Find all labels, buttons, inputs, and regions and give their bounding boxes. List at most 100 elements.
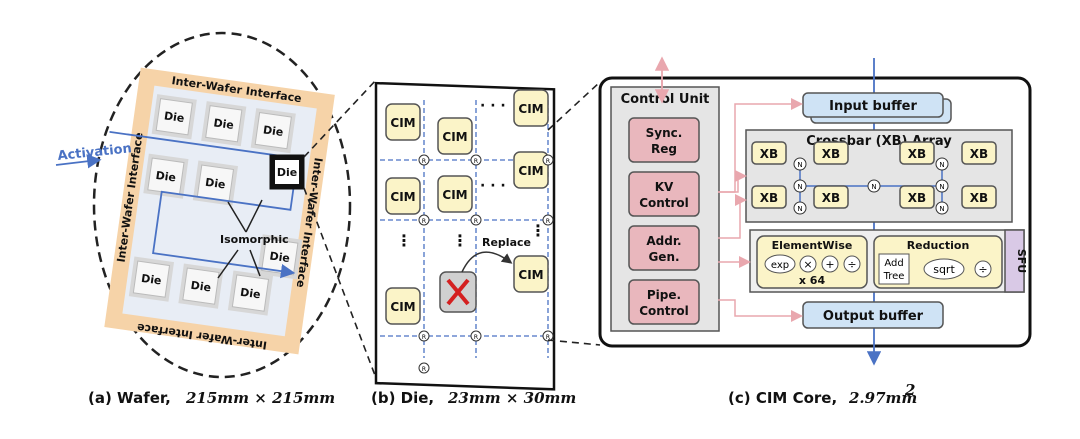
xb-label: XB — [970, 191, 988, 205]
xb-node-label: N — [871, 183, 876, 191]
wafer-die — [254, 112, 292, 150]
cim-block — [513, 151, 549, 189]
sqrt-op — [923, 258, 965, 280]
xb-label: XB — [822, 147, 840, 161]
control-arrows — [718, 98, 803, 322]
xb-node-label: N — [939, 161, 944, 169]
sqrt-label: sqrt — [933, 263, 955, 276]
caption-a-prefix: (a) Wafer, — [88, 389, 171, 407]
zoom-lines-b-c — [547, 81, 601, 346]
sfu-tab — [1004, 229, 1025, 293]
xb-node-label: N — [797, 183, 802, 191]
cim-label: CIM — [442, 130, 467, 144]
elementwise-count: x 64 — [799, 274, 826, 287]
xb-node — [867, 179, 881, 193]
xb-node-label: N — [939, 205, 944, 213]
wafer-die-label: Die — [190, 279, 212, 295]
ew-op-label: + — [825, 258, 834, 271]
wafer-die — [231, 274, 270, 312]
control-item — [628, 117, 700, 163]
zoom-lines-a-b — [303, 79, 377, 379]
router-label: R — [422, 158, 426, 165]
cim-block — [513, 89, 549, 127]
xb-block — [899, 141, 935, 165]
add-tree-box — [878, 253, 910, 285]
control-unit-title: Control Unit — [621, 92, 710, 107]
add-tree-line2: Tree — [883, 271, 905, 282]
cim-block — [437, 117, 473, 155]
cim-block — [385, 177, 421, 215]
elementwise-ops: exp×+÷ — [764, 254, 861, 274]
router-label: R — [546, 218, 550, 225]
xb-node — [935, 179, 949, 193]
cim-label: CIM — [518, 268, 543, 282]
cim-label: CIM — [390, 300, 415, 314]
cim-label: CIM — [442, 188, 467, 202]
cim-block — [513, 255, 549, 293]
router-node — [418, 154, 430, 166]
xb-block — [813, 185, 849, 209]
activation-arrow — [55, 154, 102, 169]
control-item-line1: Pipe. — [647, 288, 681, 302]
wafer-die — [132, 260, 171, 298]
router-label: R — [422, 366, 426, 373]
isomorphic-lines — [217, 199, 263, 279]
xb-node-label: N — [939, 183, 944, 191]
xb-block — [751, 185, 787, 209]
reduction-title: Reduction — [907, 239, 970, 252]
xb-label: XB — [970, 147, 988, 161]
control-item-line1: Sync. — [646, 126, 683, 140]
wafer-die — [182, 267, 220, 305]
xb-label: XB — [822, 191, 840, 205]
wafer-die — [155, 98, 193, 136]
xb-label: XB — [760, 147, 778, 161]
router-label: R — [474, 334, 478, 341]
wafer-outline — [92, 31, 352, 379]
router-node — [418, 362, 430, 374]
caption-b-prefix: (b) Die, — [371, 389, 434, 407]
xb-block — [813, 141, 849, 165]
captions: (a) Wafer, 215mm × 215mm (b) Die, 23mm ×… — [88, 381, 917, 407]
div-op — [974, 260, 992, 278]
ellipsis-top: · · · — [480, 98, 506, 114]
router-label: R — [474, 218, 478, 225]
router-node — [542, 154, 554, 166]
activation-path — [109, 130, 308, 273]
xb-label: XB — [908, 147, 926, 161]
ellipsis-v3: ⋮ — [530, 221, 546, 240]
router-node — [418, 214, 430, 226]
control-item-line2: Control — [639, 304, 689, 318]
ew-op — [821, 255, 839, 273]
ellipsis-v1: ⋮ — [396, 231, 412, 250]
router-label: R — [422, 218, 426, 225]
ew-op-label: exp — [771, 260, 789, 271]
failed-x-mark — [446, 278, 470, 306]
router-node — [470, 330, 482, 342]
ellipsis-mid: · · · — [480, 178, 506, 194]
wafer-die-label: Die — [155, 169, 177, 185]
sfu-label: SFU — [1015, 249, 1028, 273]
xb-node — [935, 157, 949, 171]
xb-label: XB — [760, 191, 778, 205]
wafer-die-label: Die — [163, 109, 185, 125]
control-item — [628, 171, 700, 217]
router-node — [542, 330, 554, 342]
router-label: R — [546, 158, 550, 165]
div-label: ÷ — [978, 263, 987, 276]
control-item-line1: KV — [655, 180, 674, 194]
ew-op — [799, 255, 817, 273]
output-buffer-label: Output buffer — [823, 309, 924, 324]
caption-c-math: 2.97mm — [848, 389, 917, 407]
ew-op-label: × — [803, 258, 812, 271]
caption-c-prefix: (c) CIM Core, — [728, 389, 837, 407]
xb-node — [793, 201, 807, 215]
highlighted-die-label: Die — [277, 166, 297, 179]
xb-node — [793, 157, 807, 171]
input-buffer-label: Input buffer — [829, 99, 917, 114]
cim-block — [385, 103, 421, 141]
caption-a-math: 215mm × 215mm — [185, 389, 335, 407]
control-item-line1: Addr. — [646, 234, 681, 248]
